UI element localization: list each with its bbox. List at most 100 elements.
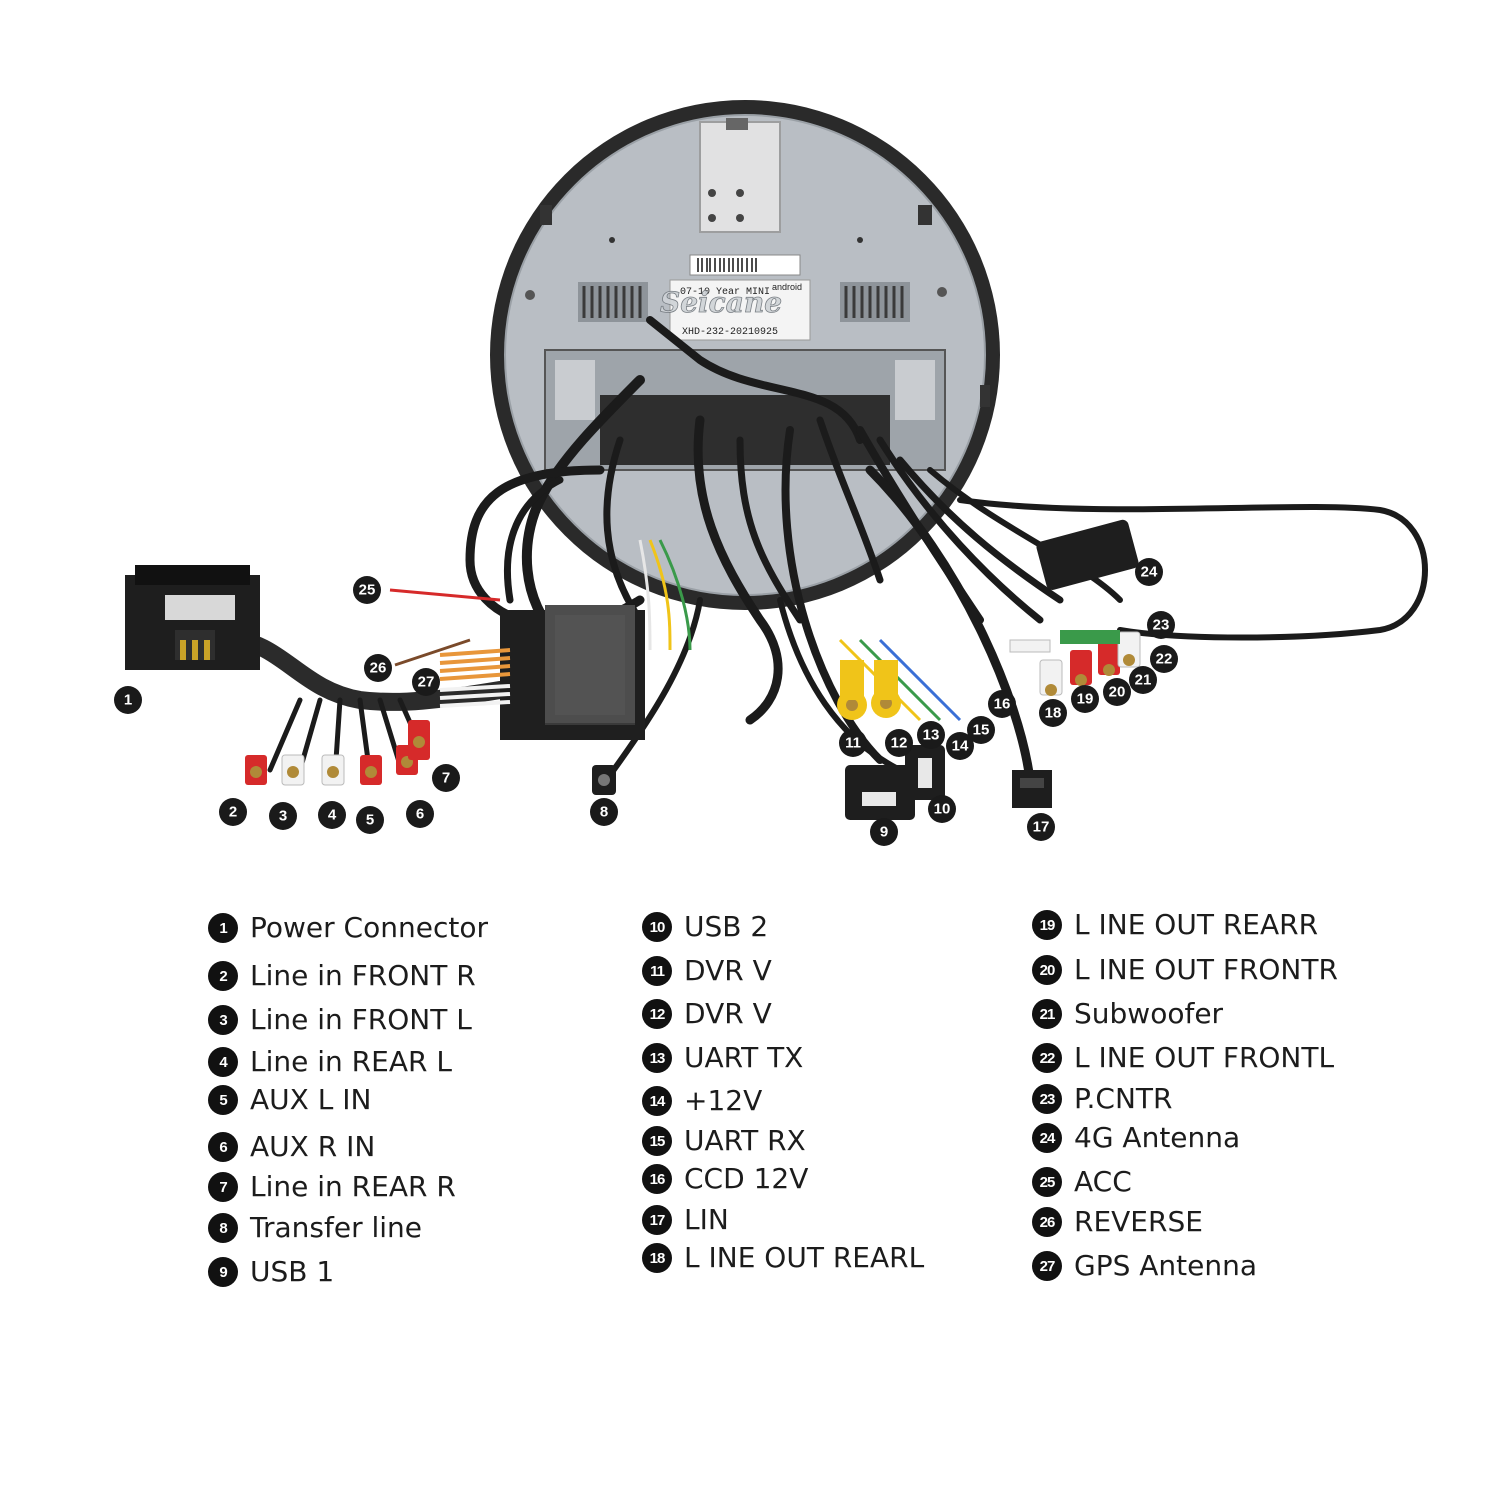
callout-13: 13 (917, 721, 945, 749)
svg-text:16: 16 (994, 696, 1011, 713)
svg-text:17: 17 (1033, 819, 1050, 836)
legend-label: DVR V (684, 997, 772, 1030)
rca-lineout-group (1009, 630, 1141, 696)
legend-label: Power Connector (250, 911, 488, 944)
legend-number: 12 (642, 999, 672, 1029)
legend-number: 9 (208, 1257, 238, 1287)
callout-4: 4 (318, 801, 346, 829)
svg-text:26: 26 (370, 660, 387, 677)
legend-label: L INE OUT FRONTR (1074, 953, 1338, 986)
legend-number: 2 (208, 961, 238, 991)
legend-number: 6 (208, 1132, 238, 1162)
svg-text:7: 7 (442, 770, 450, 787)
legend-number: 27 (1032, 1251, 1062, 1281)
legend-number: 3 (208, 1005, 238, 1035)
svg-text:8: 8 (600, 804, 608, 821)
transfer-line-plug (592, 765, 616, 795)
svg-text:19: 19 (1077, 691, 1094, 708)
legend-label: REVERSE (1074, 1205, 1203, 1238)
legend-label: Line in FRONT R (250, 959, 476, 992)
callout-9: 9 (870, 818, 898, 846)
svg-text:18: 18 (1045, 705, 1062, 722)
svg-text:25: 25 (359, 582, 376, 599)
legend-number: 1 (208, 913, 238, 943)
callout-21: 21 (1129, 666, 1157, 694)
legend-label: ACC (1074, 1165, 1132, 1198)
callout-16: 16 (988, 690, 1016, 718)
callout-19: 19 (1071, 685, 1099, 713)
svg-text:4: 4 (328, 807, 337, 824)
legend-number: 11 (642, 956, 672, 986)
4g-antenna-module (1036, 519, 1139, 590)
legend-item-14: 14 +12V (642, 1086, 924, 1116)
legend-label: AUX L IN (250, 1083, 372, 1116)
callout-27: 27 (412, 668, 440, 696)
legend-label: UART TX (684, 1041, 804, 1074)
legend-column-1: 1 Power Connector 2 Line in FRONT R 3 Line … (208, 905, 488, 1287)
legend-item-23: 23 P.CNTR (1032, 1084, 1338, 1114)
legend-item-26: 26 REVERSE (1032, 1207, 1338, 1237)
callout-17: 17 (1027, 813, 1055, 841)
callout-24: 24 (1135, 558, 1163, 586)
callout-11: 11 (839, 729, 867, 757)
legend-label: P.CNTR (1074, 1082, 1173, 1115)
svg-text:14: 14 (952, 738, 969, 755)
svg-text:3: 3 (279, 808, 287, 825)
usb-ports (845, 745, 945, 820)
callout-3: 3 (269, 802, 297, 830)
legend-number: 5 (208, 1085, 238, 1115)
callout-18: 18 (1039, 699, 1067, 727)
foam-pad (545, 605, 635, 723)
legend-number: 19 (1032, 910, 1062, 940)
loose-wires (389, 539, 962, 722)
cable-bundle (221, 316, 1428, 785)
svg-text:1: 1 (124, 692, 132, 709)
photo-callouts: 1 2 3 4 5 6 7 8 9 10 11 12 13 14 15 16 1… (114, 558, 1178, 846)
legend-item-24: 24 4G Antenna (1032, 1123, 1338, 1153)
rca-left-group (245, 720, 430, 786)
svg-text:20: 20 (1109, 684, 1126, 701)
legend-number: 15 (642, 1126, 672, 1156)
legend-label: AUX R IN (250, 1130, 376, 1163)
legend-number: 22 (1032, 1043, 1062, 1073)
legend-label: +12V (684, 1084, 763, 1117)
legend-number: 14 (642, 1086, 672, 1116)
legend-number: 24 (1032, 1123, 1062, 1153)
callout-25: 25 (353, 576, 381, 604)
legend-number: 21 (1032, 999, 1062, 1029)
svg-text:13: 13 (923, 727, 940, 744)
svg-text:22: 22 (1156, 651, 1173, 668)
callout-5: 5 (356, 806, 384, 834)
svg-text:6: 6 (416, 806, 424, 823)
legend-label: Line in FRONT L (250, 1003, 472, 1036)
legend-number: 23 (1032, 1084, 1062, 1114)
svg-text:10: 10 (934, 801, 951, 818)
legend-item-5: 5 AUX L IN (208, 1085, 488, 1115)
legend-label: 4G Antenna (1074, 1121, 1241, 1154)
lin-connector (1012, 770, 1052, 808)
callout-2: 2 (219, 798, 247, 826)
svg-text:12: 12 (891, 735, 908, 752)
legend-item-12: 12 DVR V (642, 999, 924, 1029)
legend-number: 26 (1032, 1207, 1062, 1237)
svg-text:9: 9 (880, 824, 888, 841)
callout-23: 23 (1147, 611, 1175, 639)
sticker-code: XHD-232-20210925 (682, 327, 778, 338)
legend-item-6: 6 AUX R IN (208, 1132, 488, 1162)
callout-15: 15 (967, 716, 995, 744)
